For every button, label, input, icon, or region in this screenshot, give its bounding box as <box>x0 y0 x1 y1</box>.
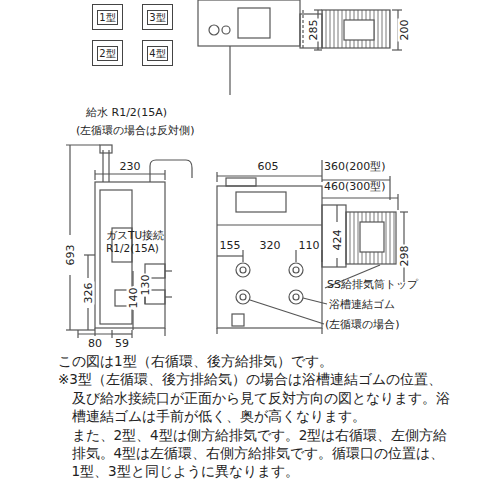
dimension: 230 <box>119 160 142 173</box>
note-text: この図は1型（右循環、後方給排気）です。 <box>58 352 450 370</box>
part-label: 浴槽連結ゴム <box>329 298 395 311</box>
dimension: 155 <box>219 239 242 252</box>
dimension: 130 <box>139 274 152 297</box>
type-label: 3型 <box>147 10 167 25</box>
dimension: 200 <box>398 19 411 42</box>
type-label: 2型 <box>97 46 117 61</box>
type-label: 1型 <box>97 10 117 25</box>
type-icon: 4型 <box>142 40 173 66</box>
dimension: 320 <box>259 239 282 252</box>
note-text: ※3型（左循環、後方排給気）の場合は浴槽連結ゴムの位置、及び給水接続口が正面から… <box>58 370 450 425</box>
dimension: 285 <box>307 19 320 42</box>
dimension: 110 <box>298 239 321 252</box>
dimension: 80 <box>87 337 103 350</box>
type-icon: 1型 <box>92 4 123 30</box>
dimension: 424 <box>331 229 344 252</box>
type-icon: 3型 <box>142 4 173 30</box>
dimension: 360(200型) <box>324 160 386 173</box>
type-label: 4型 <box>147 46 167 61</box>
dimension: 326 <box>82 282 95 305</box>
note-block: この図は1型（右循環、後方給排気）です。※3型（左循環、後方排給気）の場合は浴槽… <box>58 352 450 481</box>
part-label: SS給排気筒トップ <box>327 278 418 291</box>
dimension: 605 <box>257 160 280 173</box>
note-text: また、2型、4型は側方給排気です。2型は右循環、左側方給排気。4型は左循環、右側… <box>58 426 450 481</box>
note: (左循環の場合) <box>325 318 400 331</box>
dimension: 693 <box>64 244 77 267</box>
pipe-label: ガスTU接続 R1/2(15A) <box>106 229 172 255</box>
type-icon: 2型 <box>92 40 123 66</box>
dimension: 59 <box>114 337 130 350</box>
dimension: 460(300型) <box>324 180 386 193</box>
note: (左循環の場合は反対側) <box>76 124 195 137</box>
dimension: 298 <box>398 245 411 268</box>
pipe-label: 給水 R1/2(15A) <box>86 106 167 119</box>
